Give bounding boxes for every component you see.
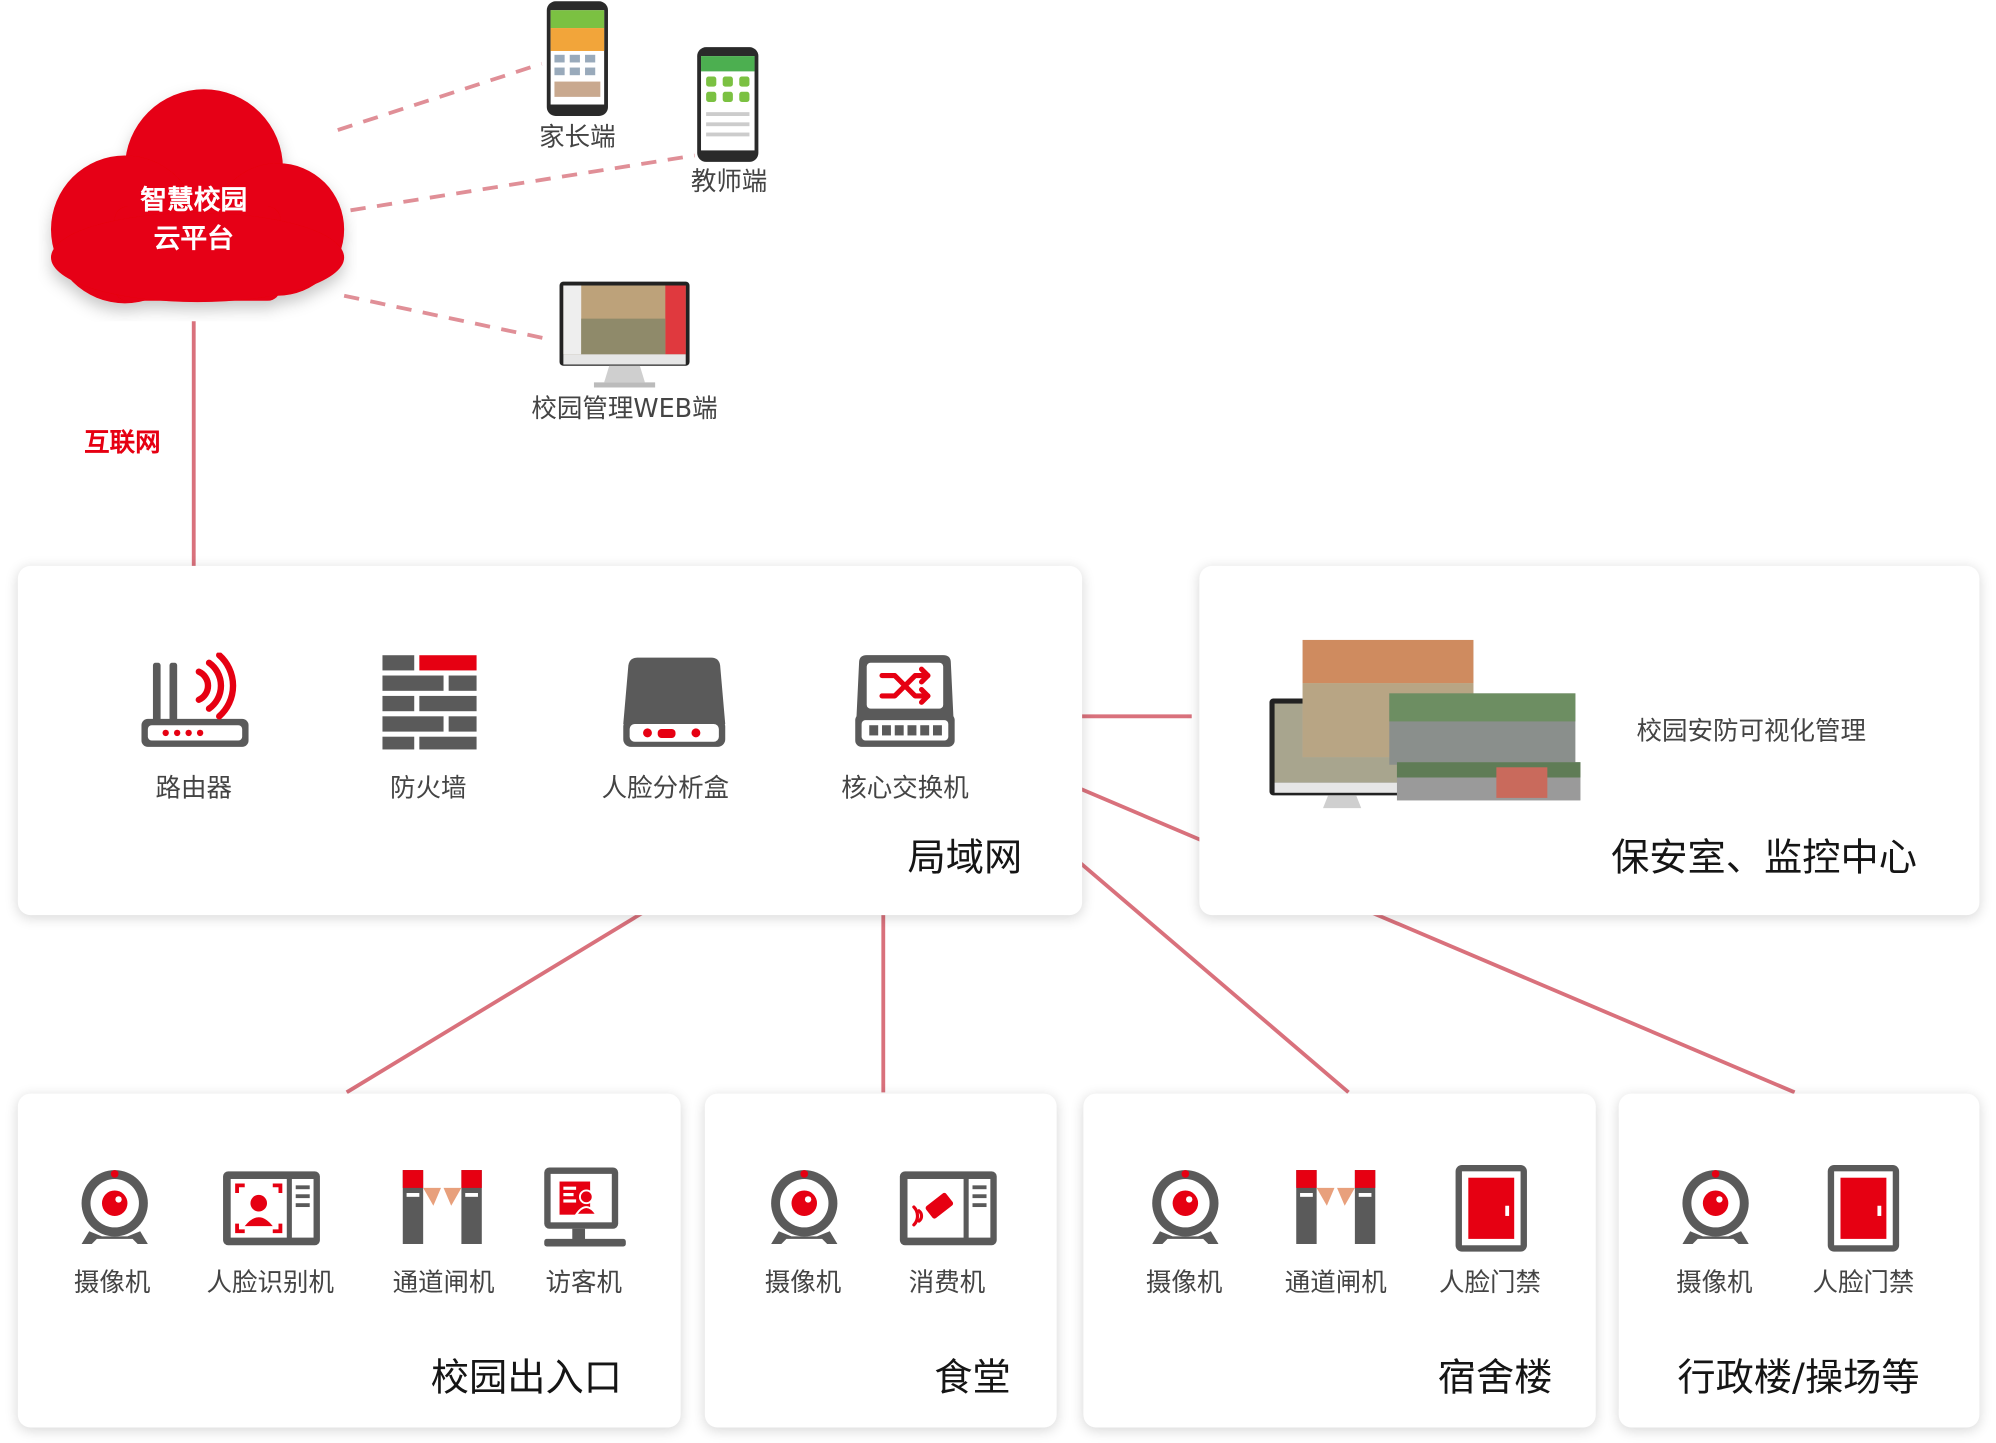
zone-entrance-item: 摄像机 <box>73 1266 151 1298</box>
security-caption: 校园安防可视化管理 <box>1636 715 1866 746</box>
camera-icon <box>81 1170 148 1244</box>
zone-admin-item: 摄像机 <box>1676 1266 1753 1298</box>
camera-icon <box>1682 1170 1749 1244</box>
admin-panel <box>1618 1093 1980 1428</box>
core-switch-label: 核心交换机 <box>841 772 969 803</box>
core-switch-icon <box>855 655 955 747</box>
face-analysis-box-icon <box>623 657 726 747</box>
zone-entrance-item: 访客机 <box>545 1266 622 1298</box>
camera-icon <box>1152 1170 1219 1244</box>
cloud-label-line2: 云平台 <box>153 223 234 254</box>
firewall-icon <box>382 655 477 750</box>
surveillance-screens-icon <box>1269 639 1581 809</box>
zone-admin-title: 行政楼/操场等 <box>1677 1356 1920 1401</box>
zone-entrance-item: 通道闸机 <box>392 1266 495 1298</box>
zone-entrance-title: 校园出入口 <box>430 1356 622 1401</box>
dashed-link-parent <box>337 61 543 132</box>
zone-canteen-item: 消费机 <box>908 1266 986 1298</box>
cloud-icon <box>50 89 345 304</box>
turnstile-gate-icon <box>402 1170 482 1244</box>
link-switch-admin <box>987 747 1796 1095</box>
visitor-kiosk-icon <box>543 1166 627 1248</box>
camera-icon <box>771 1170 838 1244</box>
face-recognition-terminal-icon <box>221 1169 322 1248</box>
teacher-phone-icon <box>697 47 759 162</box>
turnstile-gate-icon <box>1296 1170 1376 1244</box>
router-label: 路由器 <box>155 772 232 803</box>
face-analysis-box-label: 人脸分析盒 <box>601 772 730 803</box>
zone-dorm-item: 摄像机 <box>1145 1266 1223 1298</box>
zone-admin-item: 人脸门禁 <box>1812 1266 1915 1298</box>
parent-client-label: 家长端 <box>539 121 616 152</box>
face-access-door-icon <box>1455 1164 1527 1252</box>
canteen-panel <box>704 1093 1057 1428</box>
zone-dorm-title: 宿舍楼 <box>1437 1356 1553 1401</box>
lan-title: 局域网 <box>907 836 1023 881</box>
dashed-link-teacher <box>350 153 695 213</box>
zone-dorm-item: 通道闸机 <box>1284 1266 1387 1298</box>
router-icon <box>141 652 249 747</box>
zone-canteen-item: 摄像机 <box>764 1266 842 1298</box>
dashed-link-web <box>343 293 549 341</box>
internet-label: 互联网 <box>84 426 161 458</box>
web-monitor-icon <box>559 281 690 388</box>
web-client-label: 校园管理WEB端 <box>531 392 718 424</box>
teacher-client-label: 教师端 <box>690 165 768 197</box>
security-title: 保安室、监控中心 <box>1611 836 1917 881</box>
zone-dorm-item: 人脸门禁 <box>1439 1266 1541 1298</box>
face-access-door-icon <box>1827 1164 1900 1252</box>
zone-canteen-title: 食堂 <box>934 1356 1011 1401</box>
cloud-label-line1: 智慧校园 <box>140 184 248 216</box>
dorm-panel <box>1083 1093 1596 1428</box>
cloud-label: 智慧校园 云平台 <box>66 181 321 257</box>
payment-terminal-icon <box>898 1169 998 1247</box>
zone-entrance-item: 人脸识别机 <box>206 1266 334 1298</box>
firewall-label: 防火墙 <box>390 772 467 803</box>
parent-phone-icon <box>546 1 608 116</box>
entrance-panel <box>17 1093 681 1428</box>
